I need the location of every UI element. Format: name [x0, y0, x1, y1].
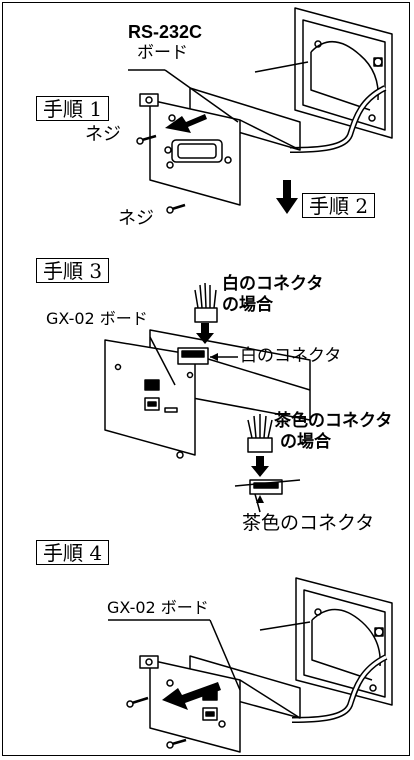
cable-bottom	[291, 654, 388, 723]
step1-label: 手順 1	[36, 96, 110, 121]
brown-connector-label: 茶色のコネクタ	[242, 512, 375, 534]
brown-connector-case-line2: の場合	[280, 432, 331, 451]
step2-label: 手順 2	[302, 193, 376, 218]
gx02-board-label-step4: GX-02 ボード	[107, 598, 209, 617]
screws-top	[136, 134, 186, 214]
white-connector-case-line1: 白のコネクタ	[222, 274, 324, 293]
brown-connector-case-line1: 茶色のコネクタ	[274, 411, 393, 430]
step1-arrows	[165, 114, 298, 214]
screws-bottom	[126, 696, 187, 749]
screw-label-bottom: ネジ	[118, 208, 154, 229]
screw-label-top: ネジ	[85, 124, 121, 145]
brown-connector	[234, 414, 301, 513]
white-connector	[177, 282, 238, 365]
leader-lines-top	[128, 69, 239, 123]
leader-line-gx02-step3	[149, 336, 176, 386]
chassis-top	[254, 7, 393, 139]
rs232c-label: RS-232C	[128, 22, 203, 42]
board-label: ボード	[137, 43, 188, 63]
figure-frame	[2, 2, 410, 756]
cable-top	[289, 85, 387, 153]
chassis-bottom	[259, 577, 393, 706]
leader-line-gx02-step4	[108, 619, 241, 691]
step4-label: 手順 4	[36, 540, 110, 565]
step4-arrow	[162, 682, 221, 710]
white-connector-case-line2: の場合	[222, 295, 273, 314]
gx02-board-installed	[139, 655, 301, 753]
step3-label: 手順 3	[36, 258, 110, 283]
gx02-board-label-step3: GX-02 ボード	[46, 309, 148, 328]
rs232c-board	[139, 87, 301, 206]
white-connector-label: 白のコネクタ	[240, 346, 342, 366]
